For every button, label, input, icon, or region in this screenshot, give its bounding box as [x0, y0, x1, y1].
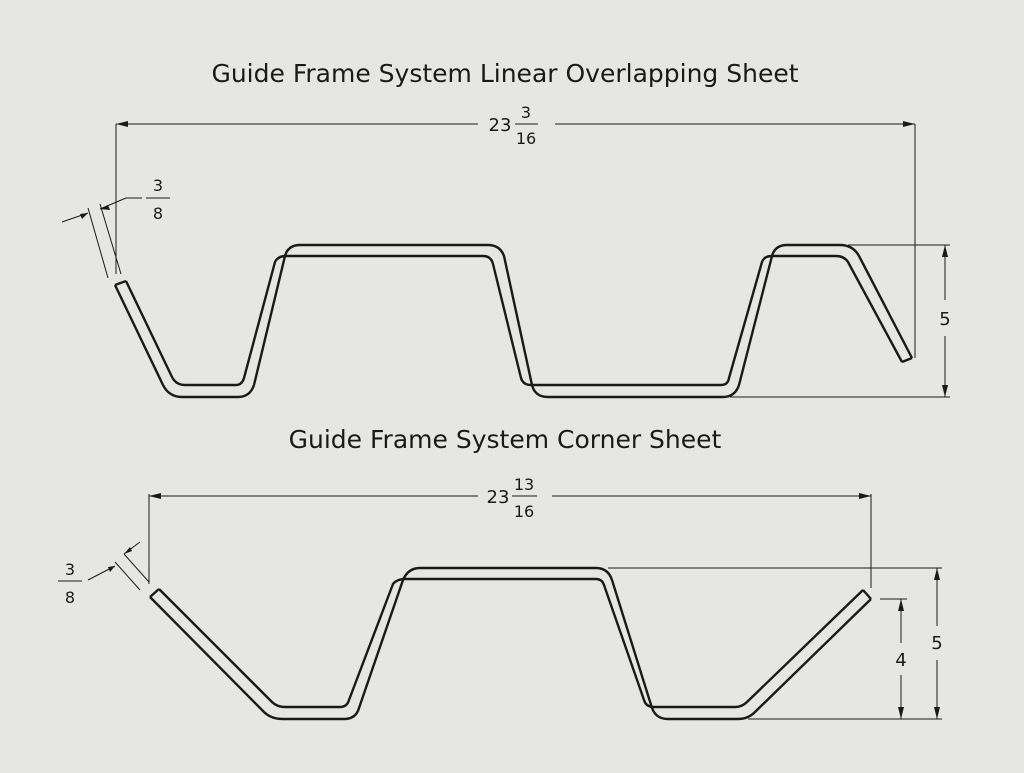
corner-sheet-end-right — [862, 589, 872, 600]
linear-width-denominator: 16 — [516, 129, 536, 148]
linear-height-dimension: 5 — [730, 244, 951, 398]
corner-width-dimension: 23 13 16 — [148, 475, 872, 588]
corner-height-outer-label: 5 — [931, 633, 942, 654]
linear-sheet-end-right — [901, 356, 913, 364]
corner-sheet-section: Guide Frame System Corner Sheet 23 13 16… — [58, 425, 943, 721]
linear-sheet-profile-inner — [124, 254, 904, 387]
linear-sheet-profile-outer — [113, 243, 914, 399]
linear-sheet-section: Guide Frame System Linear Overlapping Sh… — [61, 59, 951, 399]
corner-sheet-profile-outer — [149, 566, 872, 721]
linear-thickness-denominator: 8 — [153, 204, 163, 223]
corner-height-inner-label: 4 — [895, 650, 906, 671]
linear-sheet-end-left — [114, 279, 127, 287]
corner-height-inner-dimension: 4 — [880, 598, 907, 719]
corner-thickness-numerator: 3 — [65, 560, 75, 579]
linear-height-label: 5 — [939, 309, 950, 330]
linear-sheet-title: Guide Frame System Linear Overlapping Sh… — [211, 59, 798, 88]
linear-thickness-numerator: 3 — [153, 176, 163, 195]
corner-thickness-dimension: 3 8 — [58, 541, 150, 607]
corner-width-numerator: 13 — [514, 475, 534, 494]
linear-width-dimension: 23 3 16 — [115, 103, 916, 358]
corner-thickness-denominator: 8 — [65, 588, 75, 607]
linear-width-numerator: 3 — [521, 103, 531, 122]
linear-width-whole: 23 — [489, 115, 512, 136]
corner-height-outer-dimension: 5 — [608, 567, 943, 720]
corner-sheet-end-left — [149, 588, 160, 598]
linear-thickness-dimension: 3 8 — [61, 176, 170, 279]
corner-width-denominator: 16 — [514, 502, 534, 521]
corner-width-whole: 23 — [487, 487, 510, 508]
corner-sheet-profile-inner — [158, 577, 864, 709]
corner-sheet-title: Guide Frame System Corner Sheet — [289, 425, 722, 454]
